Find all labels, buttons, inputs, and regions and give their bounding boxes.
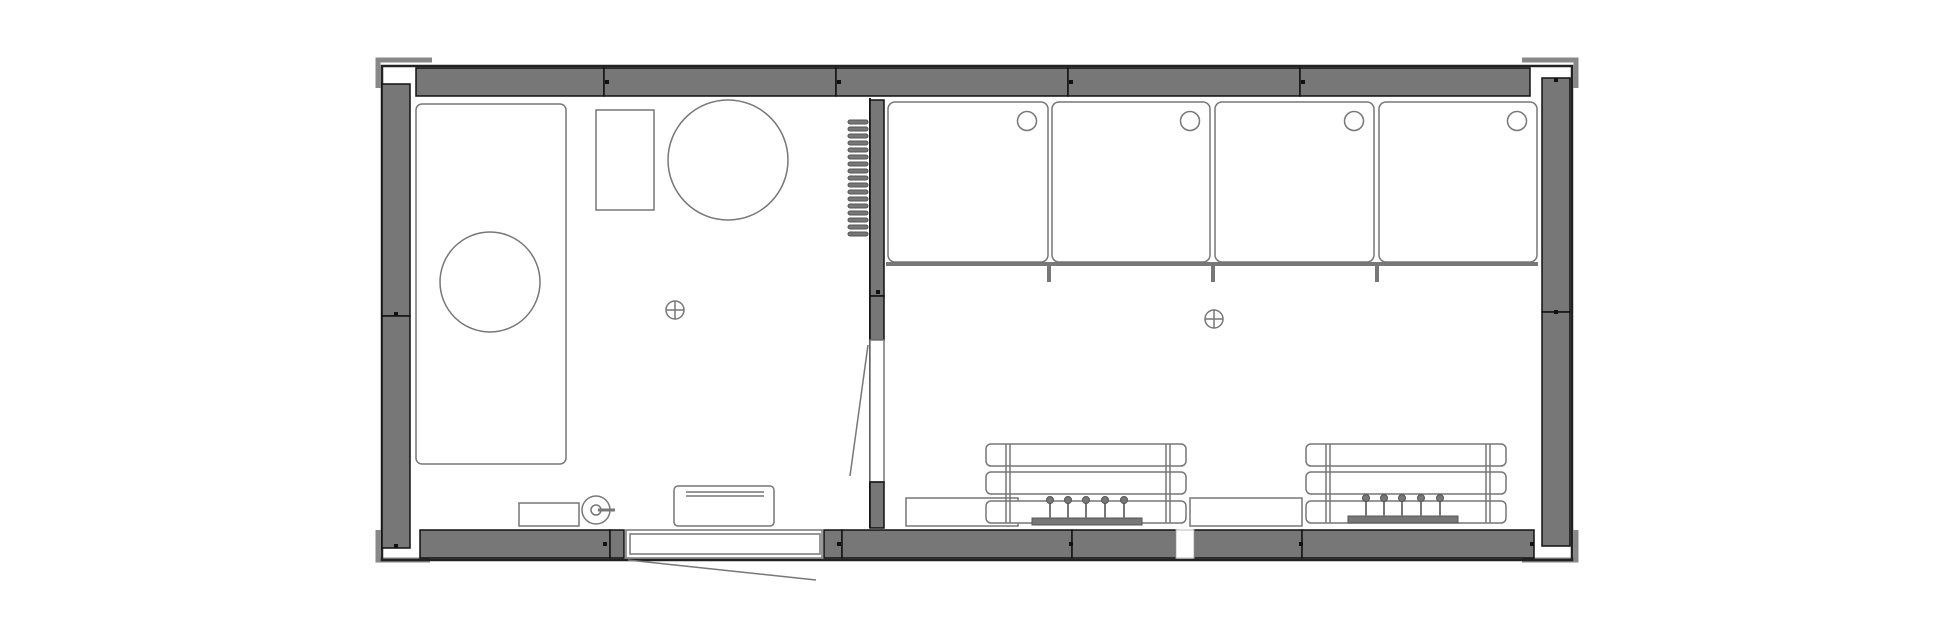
floor-drain-icon (665, 300, 685, 320)
door-swing-icon (627, 559, 817, 581)
bench-icon (1051, 101, 1211, 263)
washbasin (673, 485, 775, 527)
small-shelf (518, 502, 580, 527)
partition-wall (849, 98, 885, 529)
bench-icon (1214, 101, 1375, 263)
bottom-window (1175, 529, 1195, 559)
towel-radiator-icon (847, 119, 869, 237)
cabinet (595, 109, 655, 211)
round-basin-icon (439, 231, 541, 333)
round-basin-icon (667, 99, 789, 221)
sauna-room (886, 101, 1538, 527)
bottom-wall (419, 529, 1535, 559)
sauna-heater-icon (1305, 443, 1507, 524)
water-heater-icon (581, 495, 615, 525)
interior-door-swing-icon (849, 344, 869, 477)
bench-icon (887, 101, 1049, 263)
step-box (1189, 497, 1303, 527)
bathroom (415, 99, 869, 527)
entrance-door (625, 529, 823, 581)
top-wall (415, 67, 1531, 97)
sauna-heater-icon (985, 443, 1187, 526)
bench-icon (1378, 101, 1538, 263)
wall-bolts (394, 78, 1558, 548)
right-wall (1541, 77, 1571, 547)
floor-drain-icon (1204, 309, 1224, 329)
upper-bench (886, 101, 1538, 282)
